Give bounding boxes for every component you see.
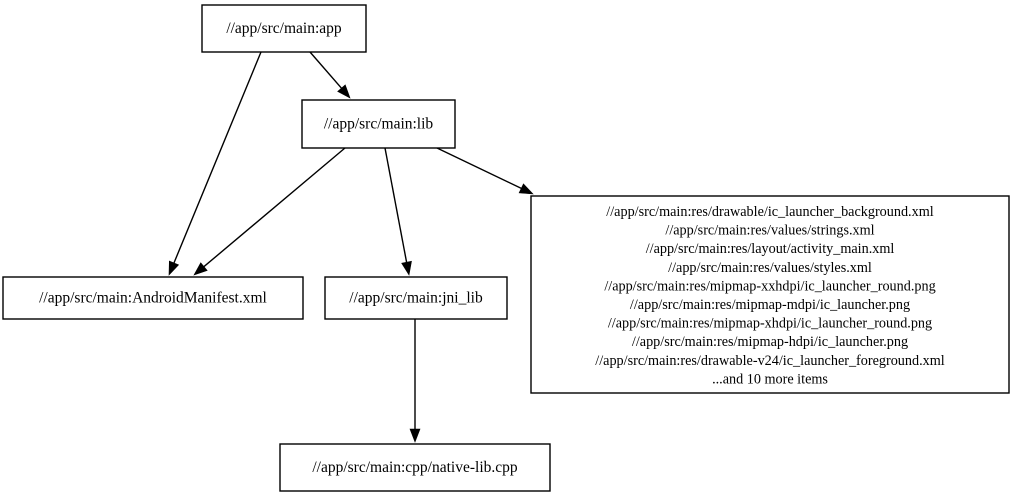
node-label-line: //app/src/main:res/mipmap-mdpi/ic_launch… xyxy=(630,297,910,313)
edge-arrowhead xyxy=(401,260,412,276)
edge-arrowhead xyxy=(337,84,351,99)
node-box-resources[interactable] xyxy=(530,195,1010,394)
node-label-lib: //app/src/main:lib xyxy=(324,116,434,133)
node-label-resources: //app/src/main:res/drawable/ic_launcher_… xyxy=(595,204,945,387)
graph-edge-lib-to-manifest xyxy=(193,147,346,276)
edges-layer xyxy=(168,51,534,443)
node-label-line: ...and 10 more items xyxy=(712,371,828,387)
graph-node-app[interactable]: //app/src/main:app xyxy=(201,4,367,53)
graph-node-jni_lib[interactable]: //app/src/main:jni_lib xyxy=(324,276,508,320)
node-label-line: //app/src/main:res/values/styles.xml xyxy=(668,260,872,276)
node-label-native_lib: //app/src/main:cpp/native-lib.cpp xyxy=(312,459,518,476)
graph-edge-app-to-lib xyxy=(309,51,351,99)
graph-edge-lib-to-resources xyxy=(436,147,534,195)
graph-node-native_lib[interactable]: //app/src/main:cpp/native-lib.cpp xyxy=(279,443,551,492)
graph-edge-app-to-manifest xyxy=(168,51,262,276)
edge-line xyxy=(384,147,408,264)
graph-node-manifest[interactable]: //app/src/main:AndroidManifest.xml xyxy=(2,276,304,320)
node-label-line: //app/src/main:res/mipmap-xhdpi/ic_launc… xyxy=(608,316,932,332)
edge-arrowhead xyxy=(168,260,180,276)
node-label-app: //app/src/main:app xyxy=(226,20,342,37)
edge-arrowhead xyxy=(518,183,534,195)
node-label-line: //app/src/main:res/values/strings.xml xyxy=(665,223,874,239)
edge-line xyxy=(172,51,262,265)
node-label-line: //app/src/main:res/drawable/ic_launcher_… xyxy=(606,204,933,220)
node-label-line: //app/src/main:res/drawable-v24/ic_launc… xyxy=(595,353,945,369)
node-label-jni_lib: //app/src/main:jni_lib xyxy=(349,290,483,307)
graph-edge-lib-to-jni_lib xyxy=(384,147,412,276)
edge-line xyxy=(436,147,523,190)
edge-line xyxy=(202,147,346,269)
node-label-line: //app/src/main:res/mipmap-hdpi/ic_launch… xyxy=(632,334,908,350)
node-label-manifest: //app/src/main:AndroidManifest.xml xyxy=(39,290,267,307)
node-label-line: //app/src/main:res/layout/activity_main.… xyxy=(646,241,895,257)
node-box-lib[interactable] xyxy=(301,99,456,149)
node-box-app[interactable] xyxy=(201,4,367,53)
edge-arrowhead xyxy=(193,262,208,276)
edge-arrowhead xyxy=(409,428,421,443)
node-box-manifest[interactable] xyxy=(2,276,304,320)
node-label-line: //app/src/main:res/mipmap-xxhdpi/ic_laun… xyxy=(604,278,935,294)
graph-edge-jni_lib-to-native_lib xyxy=(409,319,421,443)
edge-line xyxy=(309,51,343,90)
graph-node-lib[interactable]: //app/src/main:lib xyxy=(301,99,456,149)
graph-node-resources[interactable]: //app/src/main:res/drawable/ic_launcher_… xyxy=(530,195,1010,394)
node-box-native_lib[interactable] xyxy=(279,443,551,492)
nodes-layer: //app/src/main:app //app/src/main:lib //ap… xyxy=(2,4,1010,492)
node-box-jni_lib[interactable] xyxy=(324,276,508,320)
